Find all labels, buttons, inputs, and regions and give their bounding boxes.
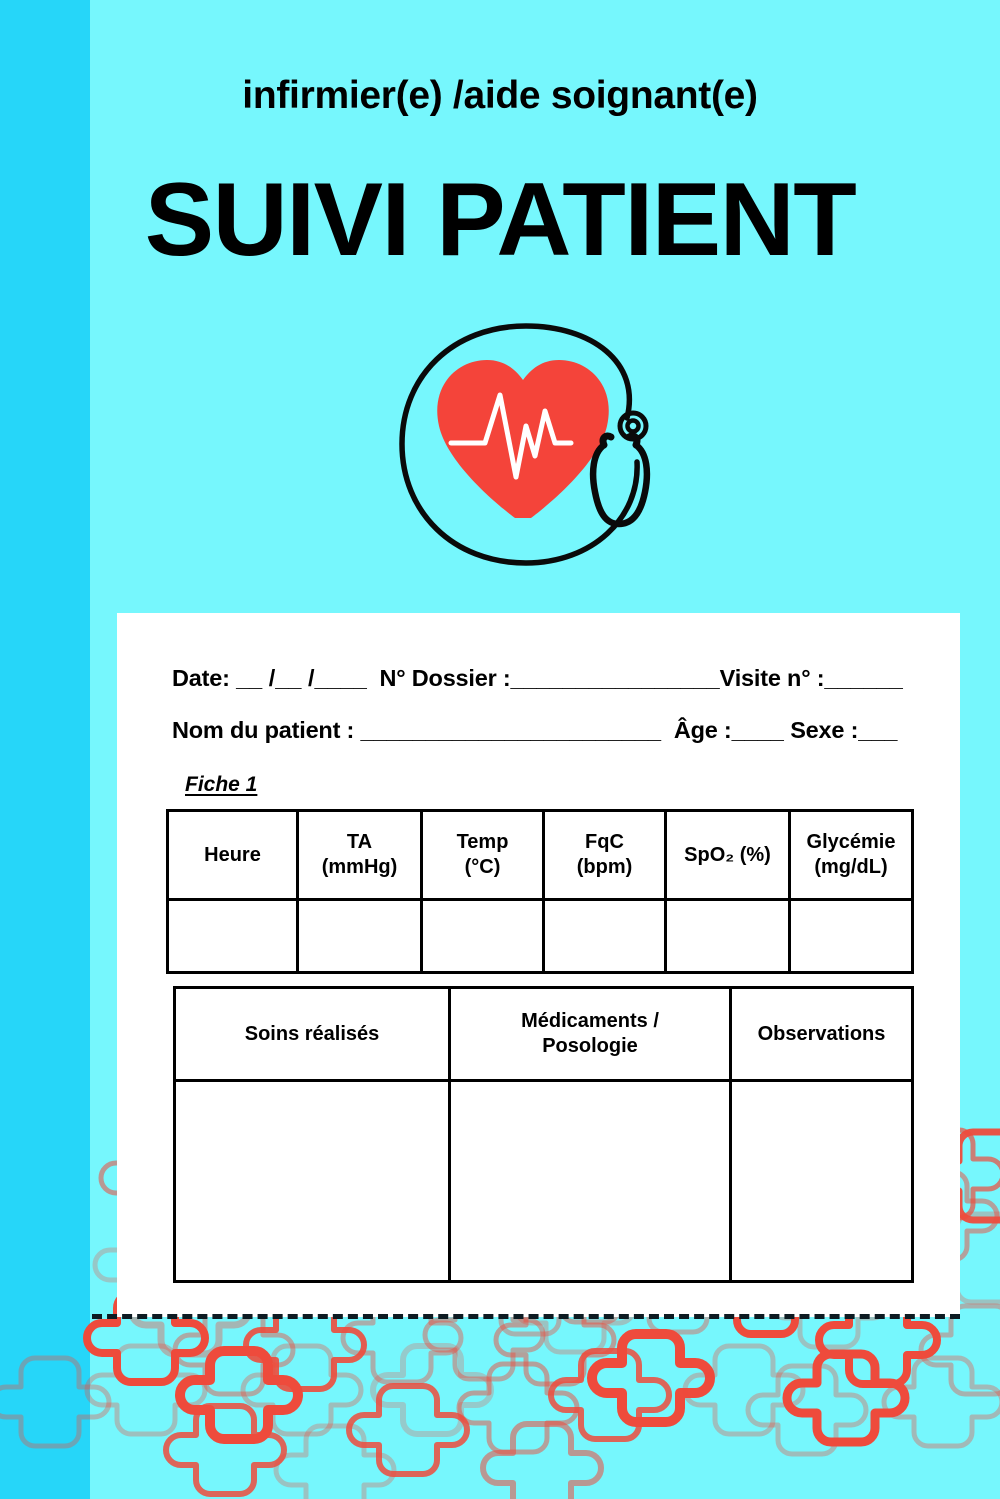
header-text: Soins réalisés [244, 1022, 380, 1045]
column-header-temp: Temp (°C) [420, 809, 545, 901]
age-blank[interactable]: ____ [731, 717, 784, 743]
nom-blank[interactable]: _______________________ [360, 717, 662, 743]
header-unit: (mmHg) [321, 856, 398, 878]
vitals-table: Heure TA (mmHg) Temp (°C) FqC (bpm) [166, 809, 914, 974]
column-header-medicaments: Médicaments / Posologie [448, 986, 732, 1082]
age-label: Âge : [673, 717, 732, 743]
nom-label: Nom du patient : [172, 717, 355, 743]
column-header-fqc: FqC (bpm) [542, 809, 667, 901]
visite-label: Visite n° : [719, 665, 825, 691]
table-header-row: Soins réalisés Médicaments / Posologie O… [173, 986, 914, 1082]
header-text: Observations [757, 1022, 886, 1045]
header-text: FqC [585, 831, 624, 853]
header-text: TA [346, 831, 373, 853]
header-text-2: Posologie [542, 1035, 638, 1057]
column-header-ta: TA (mmHg) [296, 809, 423, 901]
fiche-label: Fiche 1 [185, 773, 258, 796]
cell-temp[interactable] [420, 898, 545, 974]
table-row [166, 898, 914, 974]
column-header-soins: Soins réalisés [173, 986, 451, 1082]
cell-heure[interactable] [166, 898, 299, 974]
header-text: Heure [204, 843, 261, 866]
column-header-glycemie: Glycémie (mg/dL) [788, 809, 914, 901]
cover-spine [0, 0, 90, 1499]
header-unit: (°C) [464, 856, 501, 878]
header-text: Temp [456, 831, 509, 853]
date-blank[interactable]: __ /__ /____ [236, 665, 367, 691]
cell-glycemie[interactable] [788, 898, 914, 974]
cut-line [92, 1314, 960, 1319]
sexe-label: Sexe : [790, 717, 859, 743]
header-text: Médicaments / [521, 1010, 659, 1032]
dossier-label: N° Dossier : [379, 665, 511, 691]
cell-observations[interactable] [729, 1079, 914, 1283]
header-text: SpO₂ (%) [684, 843, 771, 866]
column-header-observations: Observations [729, 986, 914, 1082]
form-line-date: Date: __ /__ /____ N° Dossier :_________… [172, 665, 903, 692]
header-unit: (bpm) [576, 856, 633, 878]
page-title: SUIVI PATIENT [144, 162, 857, 278]
cell-soins[interactable] [173, 1079, 451, 1283]
cell-fqc[interactable] [542, 898, 667, 974]
table-row [173, 1079, 914, 1283]
header-unit: (mg/dL) [814, 856, 888, 878]
patient-form-card: Date: __ /__ /____ N° Dossier :_________… [117, 613, 960, 1317]
cell-medicaments[interactable] [448, 1079, 732, 1283]
date-label: Date: [172, 665, 230, 691]
dossier-blank[interactable]: ________________ [510, 665, 720, 691]
cover-subtitle: infirmier(e) /aide soignant(e) [242, 74, 758, 117]
care-table: Soins réalisés Médicaments / Posologie O… [173, 986, 914, 1283]
column-header-spo2: SpO₂ (%) [664, 809, 791, 901]
table-header-row: Heure TA (mmHg) Temp (°C) FqC (bpm) [166, 809, 914, 901]
column-header-heure: Heure [166, 809, 299, 901]
header-text: Glycémie [806, 831, 896, 853]
cell-ta[interactable] [296, 898, 423, 974]
cell-spo2[interactable] [664, 898, 791, 974]
sexe-blank[interactable]: ___ [858, 717, 898, 743]
visite-blank[interactable]: ______ [824, 665, 903, 691]
form-line-nom: Nom du patient : _______________________… [172, 717, 897, 744]
heart-stethoscope-logo [399, 323, 651, 566]
